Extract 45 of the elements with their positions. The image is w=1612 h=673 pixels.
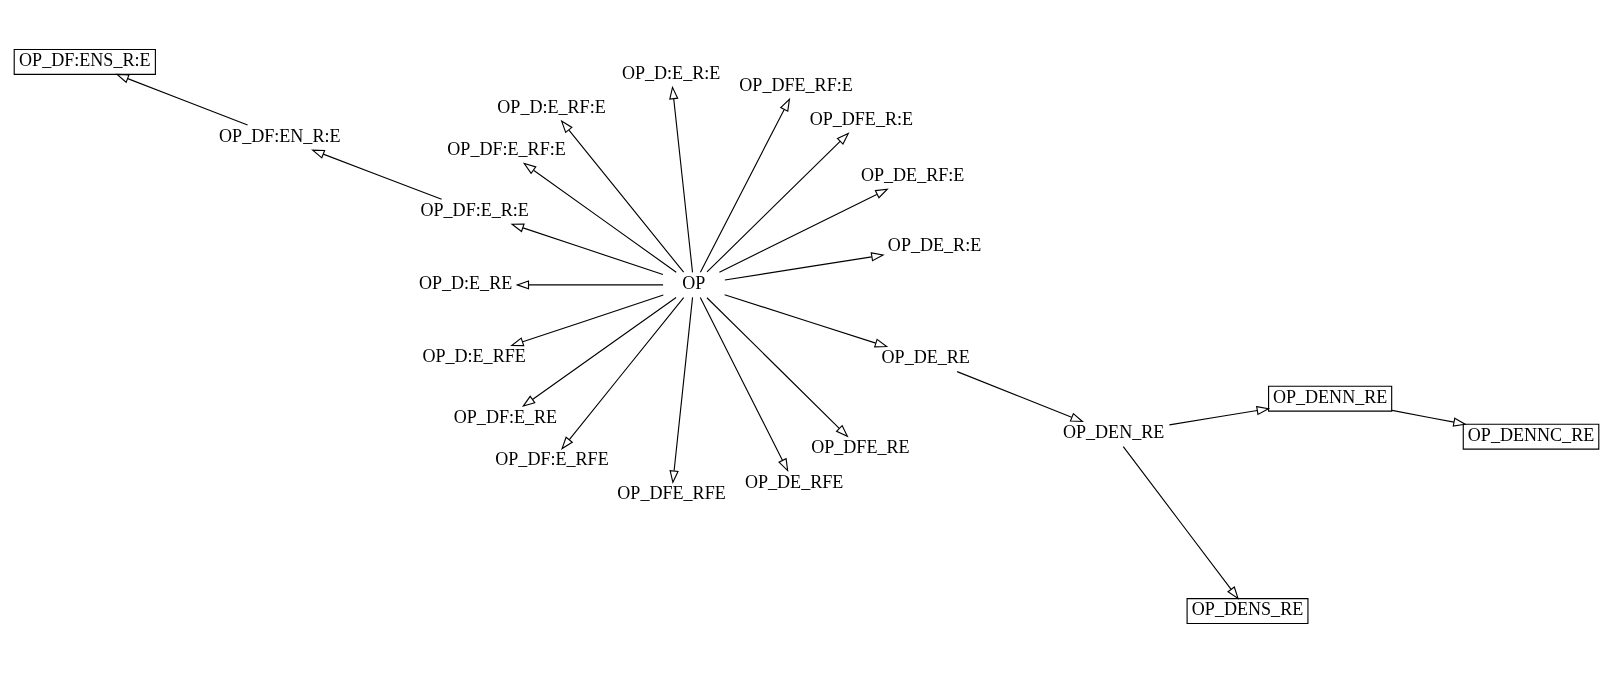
node-text: OP_D:E_R:E — [621, 62, 720, 83]
arrow — [509, 223, 663, 276]
node-text: OP_DEN_RE — [1062, 422, 1164, 443]
node-text: OP_DFE_RF:E — [738, 74, 853, 95]
arrow — [1390, 409, 1467, 427]
node-text: OP_DF:E_RFE — [494, 449, 609, 470]
node-text: OP_DF:EN_R:E — [218, 125, 340, 146]
node-text: OP_DF:E_RF:E — [446, 139, 566, 160]
node-text: OP — [681, 273, 705, 294]
arrow — [723, 252, 885, 281]
arrow — [521, 296, 677, 408]
node-text: OP_DE_RFE — [744, 471, 843, 492]
arrow — [705, 297, 849, 438]
node-text: OP_D:E_RFE — [421, 346, 526, 367]
arrow — [705, 132, 849, 273]
node-text: OP_DF:E_RE — [453, 407, 557, 428]
node-box: OP_DENNC_RE — [1462, 423, 1599, 450]
arrow — [723, 294, 888, 348]
arrow — [560, 296, 684, 450]
node-text: OP_DE_RE — [881, 347, 970, 368]
node-text: OP_DF:E_R:E — [419, 200, 529, 221]
node-box: OP_DENN_RE — [1267, 385, 1392, 412]
arrow — [114, 73, 248, 126]
arrow — [310, 149, 442, 200]
arrow — [956, 371, 1084, 423]
node-box: OP_DF:ENS_R:E — [13, 48, 156, 75]
node-text: OP_D:E_RF:E — [496, 96, 606, 117]
arrow — [560, 119, 684, 273]
node-text: OP_DFE_R:E — [809, 108, 913, 129]
arrow — [1168, 405, 1270, 426]
arrow — [668, 85, 693, 273]
arrow — [1122, 446, 1239, 600]
arrow — [668, 296, 693, 484]
node-text: OP_DE_RF:E — [860, 164, 964, 185]
arrow — [522, 162, 677, 273]
node-text: OP_D:E_RE — [418, 273, 512, 294]
node-text: OP_DFE_RE — [810, 437, 910, 458]
arrow — [515, 280, 664, 290]
arrow — [699, 97, 790, 273]
arrow — [699, 297, 788, 473]
node-text: OP_DE_R:E — [887, 235, 981, 256]
arrow — [718, 188, 889, 273]
arrow — [509, 294, 664, 347]
node-text: OP_DFE_RFE — [616, 483, 726, 504]
node-box: OP_DENS_RE — [1186, 598, 1308, 625]
